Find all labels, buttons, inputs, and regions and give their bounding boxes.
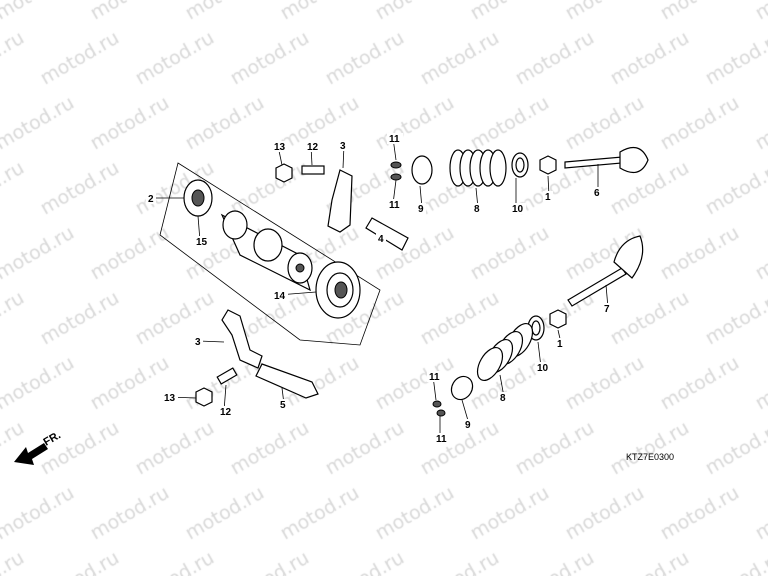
callout-background [376, 233, 386, 244]
callout-background [592, 187, 602, 198]
callout-part-8: 8 [474, 204, 480, 215]
callout-background [193, 336, 203, 347]
callout-part-1: 1 [557, 339, 563, 350]
callout-part-3: 3 [340, 141, 346, 152]
callout-part-5: 5 [280, 400, 286, 411]
callout-background [543, 191, 553, 202]
callout-part-10: 10 [512, 204, 524, 215]
callout-background [472, 203, 482, 214]
callout-background [416, 203, 426, 214]
retainer-upper [411, 155, 433, 185]
callout-part-11: 11 [429, 372, 440, 383]
callout-background [463, 419, 473, 430]
valve-spring-upper [449, 149, 507, 187]
callout-background [146, 193, 156, 204]
callout-leader [198, 340, 225, 343]
callout-part-6: 6 [594, 188, 600, 199]
callout-part-4: 4 [378, 234, 384, 245]
callout-background [387, 199, 403, 210]
valve-exhaust-stem [564, 156, 623, 169]
callout-layer: 13 12 3 11 11 9 8 10 1 6 2 15 4 14 7 3 1 10 13 12 5 11 8 9 11 [146, 133, 612, 445]
callout-background [272, 141, 288, 152]
callout-part-10: 10 [537, 363, 549, 374]
rocker-arm-lower [221, 309, 263, 369]
callout-part-9: 9 [418, 204, 424, 215]
cotter-upper-b [390, 173, 402, 181]
retainer-lower [450, 375, 474, 401]
seal-upper [539, 155, 557, 175]
callout-part-2: 2 [148, 194, 154, 205]
callout-background [338, 140, 348, 151]
callout-part-13: 13 [274, 142, 286, 153]
valve-spring-lower [476, 323, 534, 381]
cotter-lower-a [432, 400, 442, 408]
valve-exhaust-head [619, 146, 649, 174]
callout-part-12: 12 [220, 407, 232, 418]
callout-background [194, 236, 210, 247]
callout-background [427, 371, 443, 382]
valve-intake-stem [567, 267, 627, 307]
callout-background [162, 392, 178, 403]
callout-background [555, 338, 565, 349]
callout-background [602, 303, 612, 314]
rocker-shaft-upper [365, 217, 409, 251]
callout-part-11: 11 [436, 434, 447, 445]
callout-background [434, 433, 450, 444]
callout-background [305, 141, 321, 152]
callout-part-9: 9 [465, 420, 471, 431]
rocker-arm-upper [327, 169, 353, 233]
callout-background [272, 290, 288, 301]
callout-part-11: 11 [389, 200, 400, 211]
callout-background [498, 392, 508, 403]
callout-background [510, 203, 526, 214]
seal-lower [549, 309, 567, 329]
adjust-screw-lower [216, 367, 238, 385]
callout-part-3: 3 [195, 337, 201, 348]
valve-intake-head [613, 235, 644, 279]
cotter-lower-b [436, 409, 446, 417]
callout-background [218, 406, 234, 417]
callout-background [535, 362, 551, 373]
direction-label: FR. [42, 429, 63, 448]
callout-background [387, 133, 403, 144]
callout-part-15: 15 [196, 237, 208, 248]
cotter-upper-a [390, 161, 402, 169]
callout-part-11: 11 [389, 134, 400, 145]
callout-part-13: 13 [164, 393, 176, 404]
front-direction-arrow: FR. [14, 429, 63, 465]
callout-part-8: 8 [500, 393, 506, 404]
nut-lower [195, 387, 213, 407]
callout-part-12: 12 [307, 142, 319, 153]
nut-upper [275, 163, 293, 183]
callout-background [278, 399, 288, 410]
reference-code: KTZ7E0300 [626, 452, 674, 462]
callout-part-1: 1 [545, 192, 551, 203]
callout-part-7: 7 [604, 304, 610, 315]
parts-drawing: FR. [14, 146, 649, 465]
adjust-screw-upper [301, 165, 325, 175]
callout-part-14: 14 [274, 291, 286, 302]
rocker-shaft-lower [255, 363, 319, 399]
